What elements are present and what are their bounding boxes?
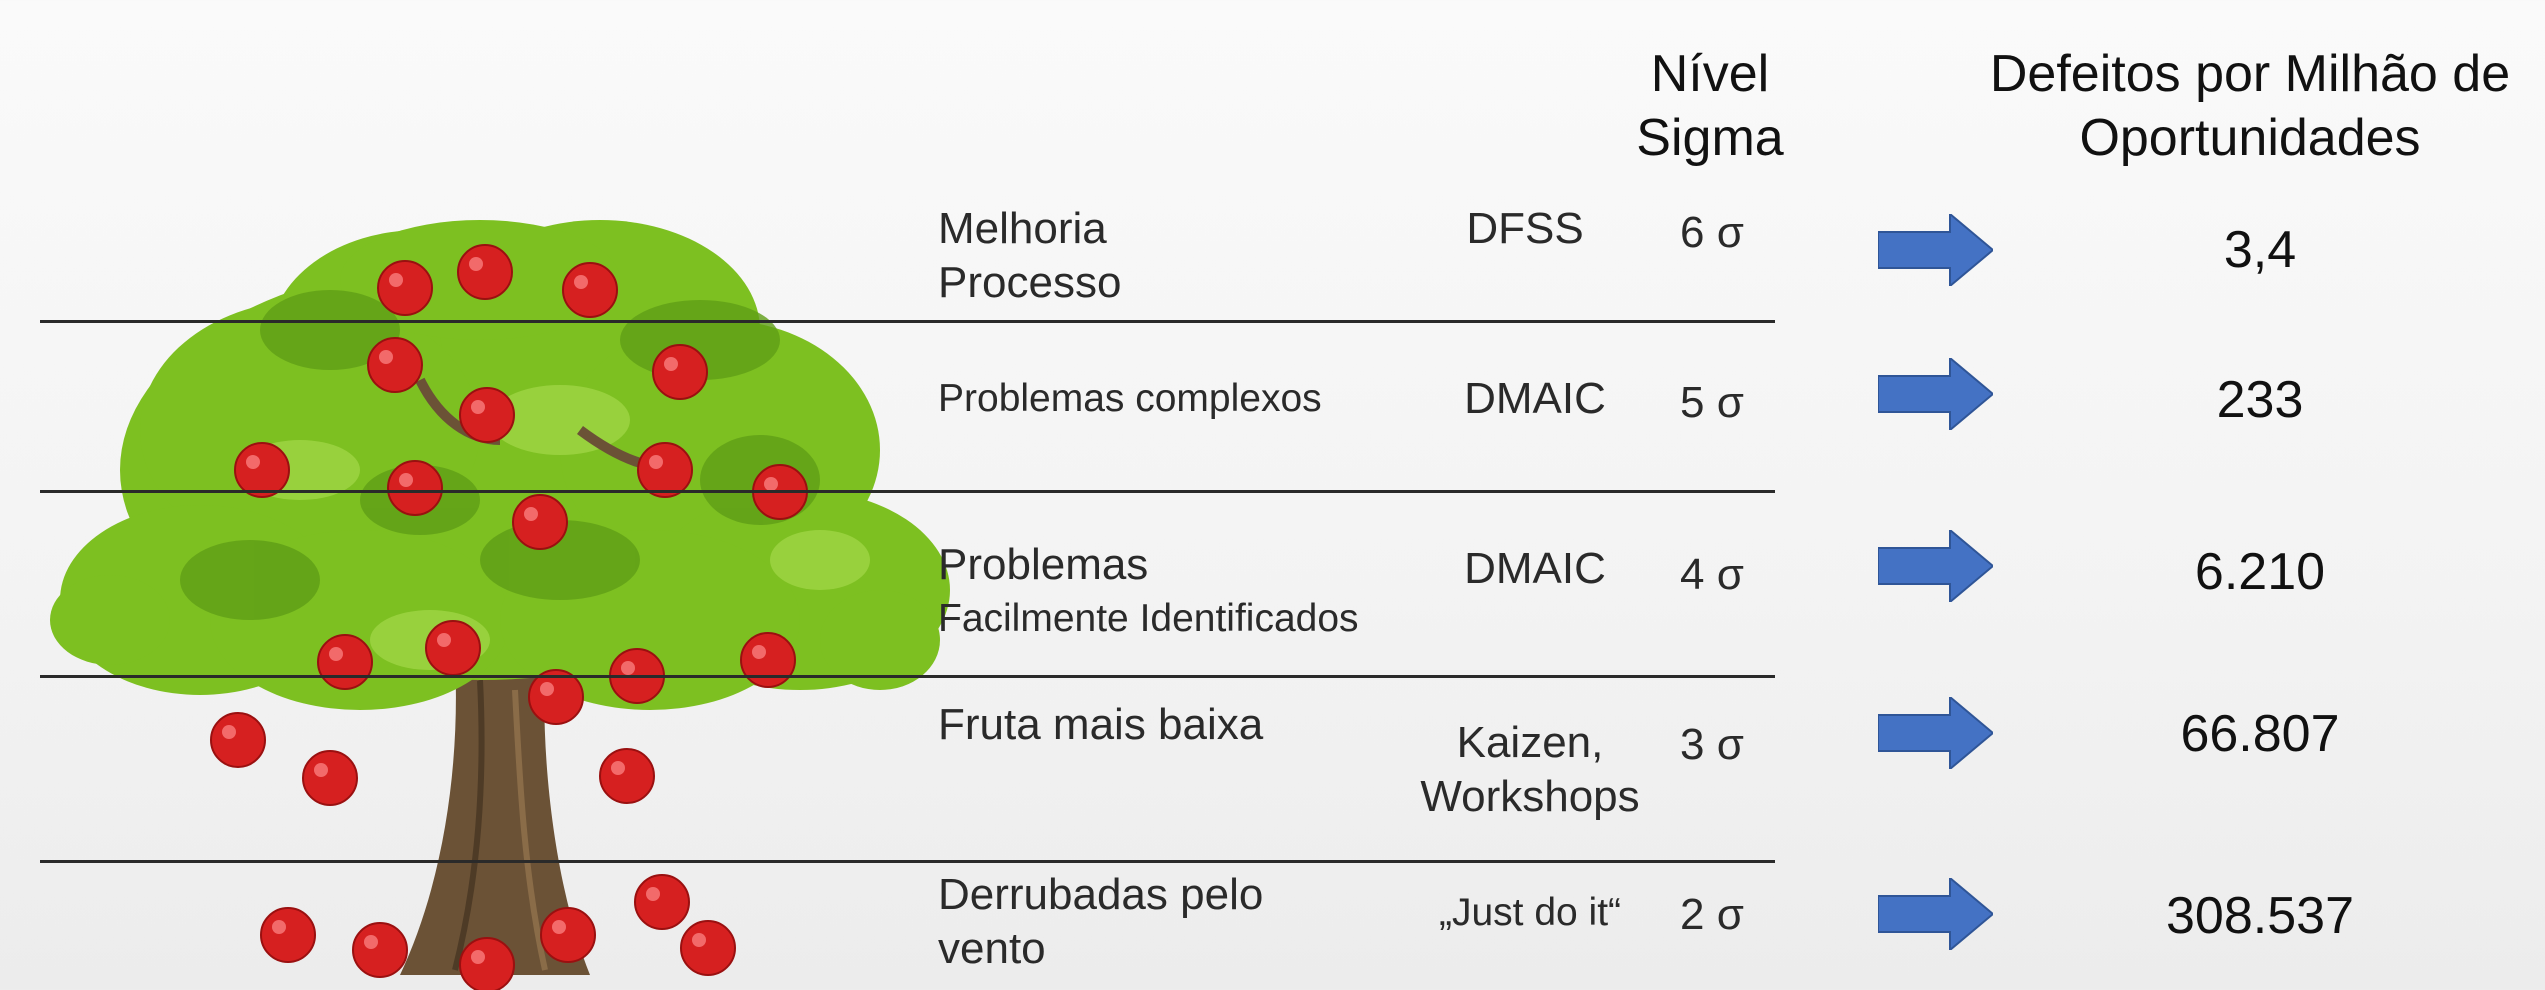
row-label: Melhoria Processo xyxy=(938,204,1122,307)
method-label: „Just do it“ xyxy=(1438,891,1622,934)
sigma-value: 3 σ xyxy=(1680,720,1744,769)
method-label: Kaizen, Workshops xyxy=(1420,718,1640,821)
row-divider xyxy=(40,490,1775,493)
right-arrow-icon xyxy=(1878,214,1993,286)
row-divider xyxy=(40,320,1775,323)
right-arrow-icon xyxy=(1878,697,1993,769)
sigma-level-header: Nível Sigma xyxy=(1636,45,1784,167)
row-label: Problemas complexos xyxy=(938,377,1322,420)
dpmo-value: 233 xyxy=(2216,371,2304,429)
dpmo-value: 3,4 xyxy=(2223,221,2297,279)
right-arrow-icon xyxy=(1878,358,1993,430)
sigma-value: 2 σ xyxy=(1680,890,1744,939)
row-label: Problemas Facilmente Identificados xyxy=(938,540,1359,640)
apple-tree-illustration xyxy=(50,220,950,990)
sigma-value: 5 σ xyxy=(1680,378,1744,427)
right-arrow-icon xyxy=(1878,530,1993,602)
method-label: DFSS xyxy=(1466,204,1584,253)
method-label: DMAIC xyxy=(1464,374,1606,423)
dpmo-value: 308.537 xyxy=(2166,887,2354,945)
sigma-value: 4 σ xyxy=(1680,550,1744,599)
row-divider xyxy=(40,675,1775,678)
dpmo-header: Defeitos por Milhão de Oportunidades xyxy=(1989,45,2511,167)
dpmo-value: 6.210 xyxy=(2194,543,2326,601)
row-label: Fruta mais baixa xyxy=(938,700,1264,749)
right-arrow-icon xyxy=(1878,878,1993,950)
row-divider xyxy=(40,860,1775,863)
row-label: Derrubadas pelo vento xyxy=(938,870,1264,973)
dpmo-value: 66.807 xyxy=(2180,705,2340,763)
method-label: DMAIC xyxy=(1464,544,1606,593)
sigma-value: 6 σ xyxy=(1680,208,1744,257)
